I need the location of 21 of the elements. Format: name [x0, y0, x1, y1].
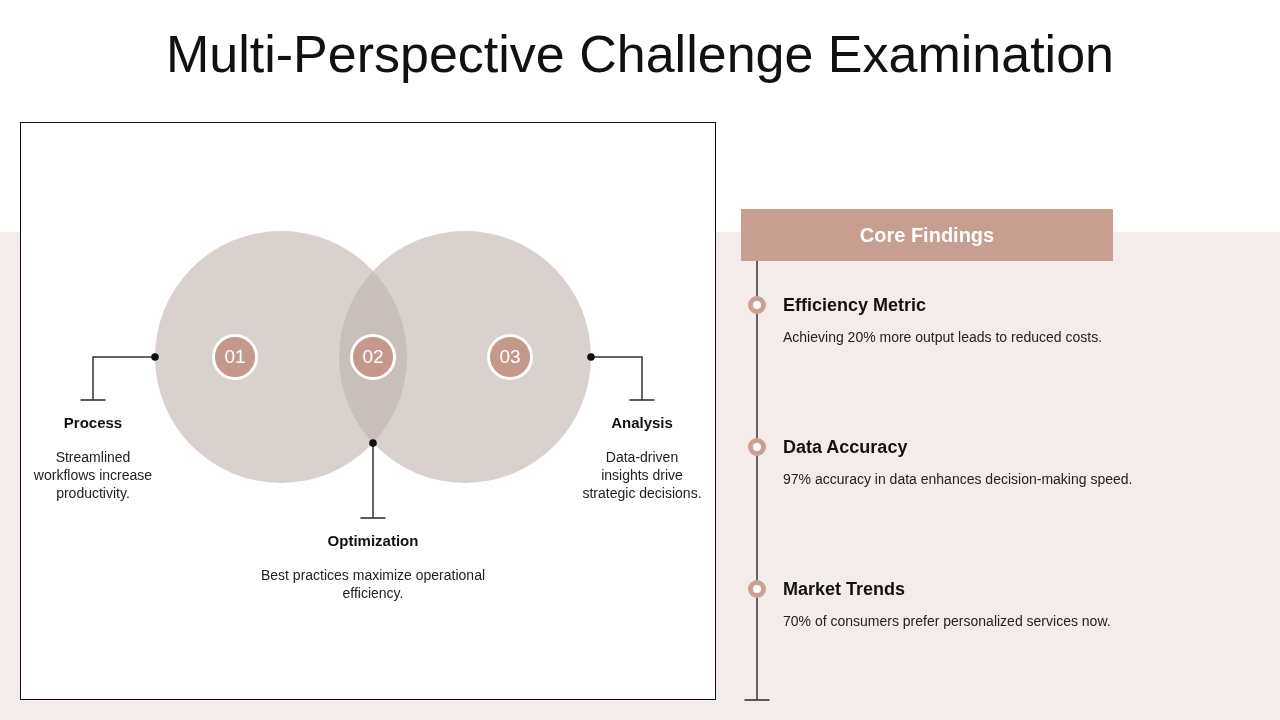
- finding-heading: Efficiency Metric: [783, 294, 927, 317]
- callout-heading: Analysis: [611, 413, 673, 433]
- section-header: Core Findings: [741, 209, 1113, 261]
- leader-line: [587, 353, 656, 401]
- finding-description: Achieving 20% more output leads to reduced costs.: [783, 328, 1103, 346]
- finding-description: 70% of consumers prefer personalized services now.: [783, 612, 1111, 630]
- number-badge: 03: [487, 334, 533, 380]
- timeline-line: [743, 260, 771, 701]
- frame-box: [20, 122, 716, 700]
- finding-description: 97% accuracy in data enhances decision-making speed.: [783, 470, 1133, 488]
- leader-line: [79, 353, 159, 401]
- title: Multi-Perspective Challenge Examination: [166, 24, 1114, 84]
- leader-line: [359, 439, 387, 519]
- callout-description: Data-driven insights drive strategic decisions.: [581, 448, 703, 502]
- finding-heading: Data Accuracy: [783, 436, 908, 459]
- callout-heading: Process: [63, 413, 123, 433]
- number-badge: 01: [212, 334, 258, 380]
- finding-heading: Market Trends: [783, 578, 906, 601]
- callout-description: Best practices maximize operational efficiency.: [259, 566, 487, 602]
- callout-description: Streamlined workflows increase productivity.: [32, 448, 154, 502]
- callout-heading: Optimization: [327, 531, 419, 551]
